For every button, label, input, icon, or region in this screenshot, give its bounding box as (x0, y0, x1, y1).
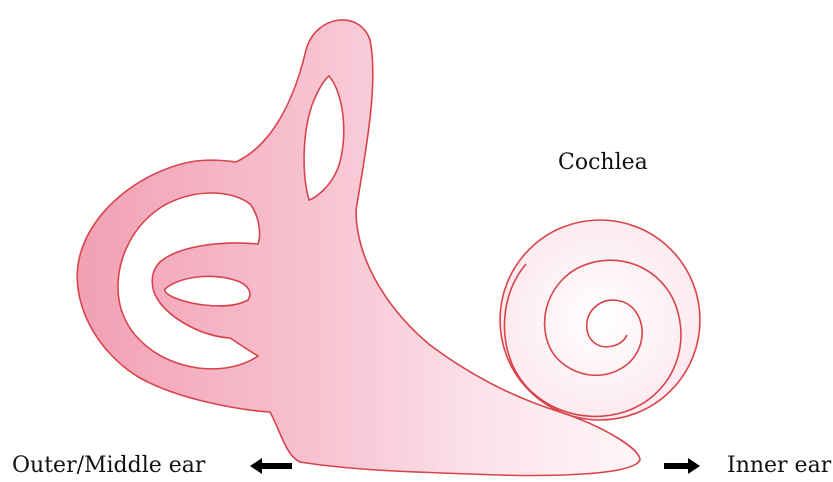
right-arrow-icon (664, 458, 700, 474)
outer-middle-ear-label: Outer/Middle ear (12, 455, 205, 477)
inner-ear-label: Inner ear (727, 455, 831, 477)
cochlea-label: Cochlea (558, 152, 648, 174)
left-arrow-icon (250, 458, 292, 474)
